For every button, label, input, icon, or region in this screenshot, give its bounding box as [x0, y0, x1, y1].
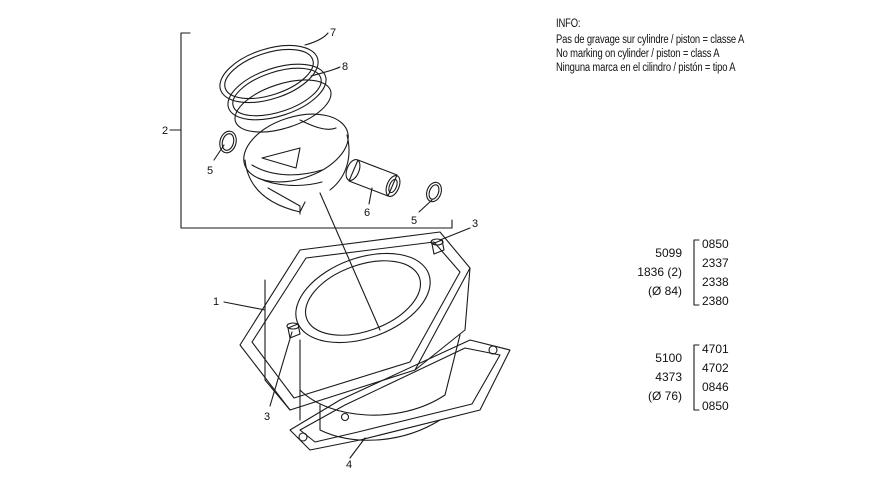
circlip-right	[426, 181, 442, 203]
info-note: INFO: Pas de gravage sur cylindre / pist…	[556, 17, 744, 75]
group-2-brace	[693, 344, 700, 411]
group-2-ref: 5100	[655, 351, 682, 365]
group-1-code: 0850	[702, 237, 729, 251]
callout-1: 1	[213, 296, 219, 308]
leader-lines	[213, 32, 471, 459]
callout-4: 4	[346, 459, 352, 471]
cylinder	[239, 231, 471, 441]
callout-2: 2	[162, 125, 168, 137]
callout-3-left: 3	[264, 411, 270, 423]
callout-5-right: 5	[411, 215, 417, 227]
info-heading: INFO:	[556, 18, 581, 30]
group-1-code: 2338	[702, 275, 729, 289]
callout-3-right: 3	[472, 218, 478, 230]
group-bracket	[180, 32, 453, 229]
callout-7: 7	[330, 27, 336, 39]
dowel-pin-left	[286, 322, 301, 339]
group-1-refs: 5099 1836 (2) (Ø 84)	[637, 244, 682, 301]
group-2-ref: 4373	[655, 370, 682, 384]
group-1-ref: 1836 (2)	[637, 265, 682, 279]
callout-5-left: 5	[207, 165, 213, 177]
group-1-ref: 5099	[655, 246, 682, 260]
circlip-left	[219, 130, 237, 154]
group-1-codes: 0850 2337 2338 2380	[702, 235, 729, 311]
group-2-code: 0846	[702, 380, 729, 394]
dowel-pin-right	[430, 238, 445, 255]
group-1-code: 2337	[702, 256, 729, 270]
piston-rings	[219, 44, 332, 133]
group-2-code: 0850	[702, 399, 729, 413]
piston	[243, 113, 350, 215]
group-2-code: 4702	[702, 361, 729, 375]
group-1-brace	[693, 239, 700, 306]
callout-8: 8	[342, 61, 348, 73]
info-line-es: Ninguna marca en el cilindro / pistón = …	[556, 62, 736, 74]
group-1-ref: (Ø 84)	[647, 284, 682, 298]
assembly-axis	[319, 192, 381, 331]
callout-6: 6	[364, 207, 370, 219]
group-2-refs: 5100 4373 (Ø 76)	[648, 349, 682, 406]
group-2-ref: (Ø 76)	[647, 389, 682, 403]
group-2-codes: 4701 4702 0846 0850	[702, 340, 729, 416]
info-line-en: No marking on cylinder / piston = class …	[556, 48, 720, 60]
info-line-fr: Pas de gravage sur cylindre / piston = c…	[556, 34, 745, 46]
base-gasket	[289, 339, 511, 451]
group-2-code: 4701	[702, 342, 729, 356]
group-1-code: 2380	[702, 294, 729, 308]
part-group-1: 5099 1836 (2) (Ø 84) 0850 2337 2338 2380	[620, 235, 740, 318]
piston-pin	[345, 159, 401, 197]
part-group-2: 5100 4373 (Ø 76) 4701 4702 0846 0850	[620, 340, 740, 423]
